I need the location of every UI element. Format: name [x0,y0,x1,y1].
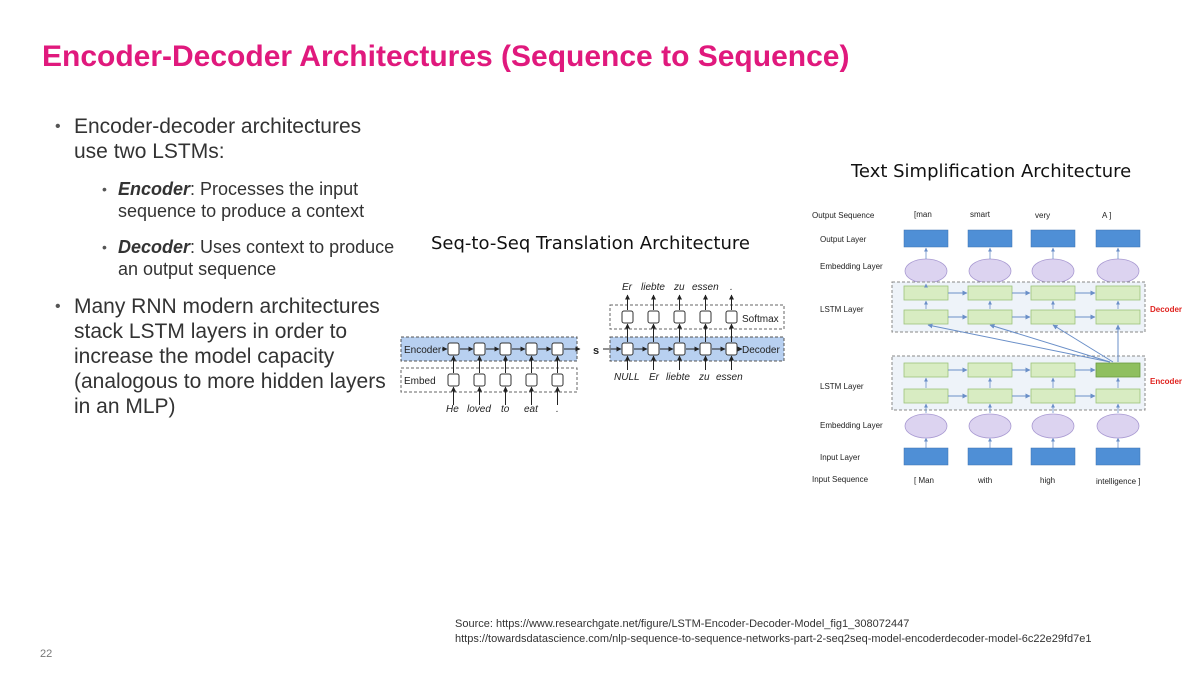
bullet-text: Encoder-decoder architectures use two LS… [74,115,362,163]
output-token: smart [970,210,991,219]
bullet-text: Many RNN modern architectures stack LSTM… [74,295,386,418]
row-label-lstm-layer-bottom: LSTM Layer [820,382,864,391]
seq2seq-output-word: zu [673,282,685,293]
output-token: [man [914,210,932,219]
page-number: 22 [40,648,53,660]
seq2seq-decoder-input: essen [716,372,743,383]
bullet-dot-icon: • [102,181,107,197]
textsimp-caption: Text Simplification Architecture [851,161,1132,182]
softmax-label: Softmax [742,314,779,325]
embed-label: Embed [404,376,436,387]
bullet-item: • Many RNN modern architectures stack LS… [55,294,400,419]
input-token: high [1040,476,1055,485]
row-label-input-sequence: Input Sequence [812,475,869,484]
seq2seq-input-word: . [556,404,559,415]
seq2seq-decoder-input: Er [649,372,660,383]
encoder-description: : Processes the input sequence to produc… [118,179,365,221]
context-s-label: s [593,345,599,357]
seq2seq-input-word: He [446,404,459,415]
row-label-lstm-layer-top: LSTM Layer [820,305,864,314]
seq2seq-decoder-input: zu [698,372,710,383]
sub-bullet-encoder: • Encoder: Processes the input sequence … [55,178,400,222]
source-line: https://towardsdatascience.com/nlp-seque… [455,633,1092,645]
bullet-dot-icon: • [55,118,61,135]
source-line: Source: https://www.researchgate.net/fig… [455,618,910,630]
source-citation: Source: https://www.researchgate.net/fig… [455,617,1092,647]
seq2seq-input-word: loved [467,404,491,415]
row-label-output-layer: Output Layer [820,235,867,244]
input-token: [ Man [914,476,934,485]
decoder-region-label: Decoder [1150,305,1182,314]
bullet-dot-icon: • [102,239,107,255]
bullet-list: • Encoder-decoder architectures use two … [55,114,400,433]
input-token: with [977,476,992,485]
bullet-item: • Encoder-decoder architectures use two … [55,114,400,164]
encoder-term: Encoder [118,179,191,199]
sub-bullet-decoder: • Decoder: Uses context to produce an ou… [55,236,400,280]
bullet-dot-icon: • [55,298,61,315]
seq2seq-decoder-input: NULL [614,372,640,383]
row-label-embedding-layer-top: Embedding Layer [820,262,883,271]
decoder-term: Decoder [118,237,191,257]
input-token: intelligence ] [1096,477,1140,486]
seq2seq-input-word: eat [524,404,539,415]
context-vector-cell [1095,362,1141,378]
seq2seq-caption: Seq-to-Seq Translation Architecture [431,233,750,254]
output-token: A ] [1102,211,1111,220]
seq2seq-output-word: Er [622,282,633,293]
row-label-input-layer: Input Layer [820,453,860,462]
seq2seq-diagram: Er liebte zu essen . Softmax Encoder Dec… [400,282,785,415]
slide-title: Encoder-Decoder Architectures (Sequence … [42,40,850,73]
decoder-label: Decoder [742,345,780,356]
decoder-description: : Uses context to produce an output sequ… [118,237,395,279]
seq2seq-output-word: . [730,282,733,293]
encoder-label: Encoder [404,345,442,356]
seq2seq-output-word: liebte [641,282,665,293]
encoder-region-label: Encoder [1150,377,1182,386]
softmax-box [609,304,785,330]
seq2seq-decoder-input: liebte [666,372,690,383]
textsimp-diagram: Output Sequence Output Layer Embedding L… [812,210,1182,486]
output-token: very [1035,211,1050,220]
seq2seq-output-word: essen [692,282,719,293]
seq2seq-input-word: to [501,404,510,415]
embed-box [400,367,578,393]
row-label-embedding-layer-bottom: Embedding Layer [820,421,883,430]
row-label-output-sequence: Output Sequence [812,211,875,220]
